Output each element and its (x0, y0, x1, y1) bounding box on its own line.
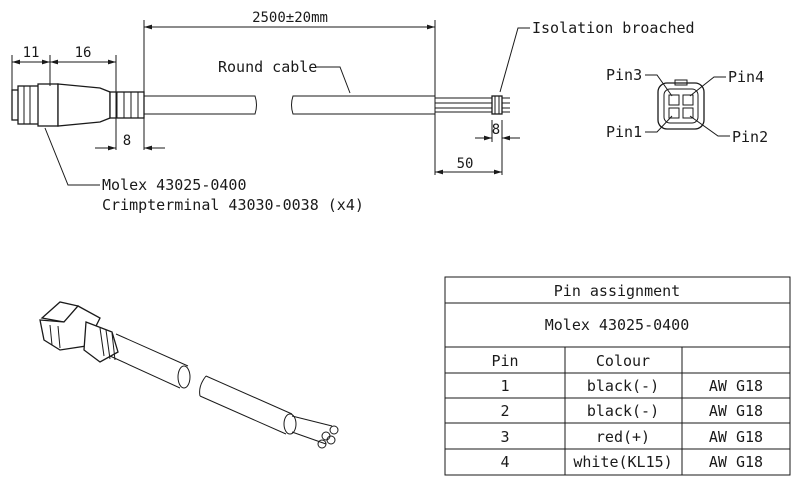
dimension-lines (11, 20, 520, 175)
table-row-1-awg: AW G18 (709, 377, 763, 395)
pin3-label: Pin3 (606, 66, 642, 84)
dim-plug-right: 16 (75, 45, 92, 61)
pin-cavity-3 (668, 94, 680, 106)
table-header-colour: Colour (596, 352, 650, 370)
connector-face-view (645, 74, 730, 137)
strain-relief-boot (57, 83, 111, 127)
connector-housing (17, 85, 41, 125)
label-round-cable: Round cable (218, 58, 317, 76)
label-molex-part: Molex 43025-0400 (102, 176, 247, 194)
table-subtitle: Molex 43025-0400 (545, 316, 690, 334)
dim-total-length: 2500±20mm (252, 10, 328, 26)
connector-collar (37, 83, 59, 127)
dim-strip-length: 50 (457, 156, 474, 172)
table-row-3-pin: 3 (500, 428, 509, 446)
pin-cavity-2 (682, 107, 694, 119)
dim-plug-left: 11 (23, 45, 40, 61)
table-row-3-colour: red(+) (596, 428, 650, 446)
cable-isometric-view (39, 301, 339, 449)
table-row-4-awg: AW G18 (709, 453, 763, 471)
pin-assignment-table (444, 276, 791, 476)
dim-strip-end: 8 (492, 122, 500, 138)
table-row-3-awg: AW G18 (709, 428, 763, 446)
dim-ring-width: 8 (123, 133, 131, 149)
label-isolation: Isolation broached (532, 19, 695, 37)
label-crimp-terminal: Crimpterminal 43030-0038 (x4) (102, 196, 364, 214)
pin2-label: Pin2 (732, 128, 768, 146)
leaders (44, 27, 530, 186)
table-row-1-colour: black(-) (587, 377, 659, 395)
cable-left-section (144, 95, 257, 115)
pin-cavity-4 (682, 94, 694, 106)
pin-cavity-1 (668, 107, 680, 119)
table-header-pin: Pin (491, 352, 518, 370)
wire-broached-ends (491, 95, 503, 115)
cable-right-section (291, 95, 436, 115)
table-row-2-colour: black(-) (587, 402, 659, 420)
table-row-4-colour: white(KL15) (573, 453, 672, 471)
pin1-label: Pin1 (606, 123, 642, 141)
ribbed-ring (109, 91, 145, 119)
table-row-2-awg: AW G18 (709, 402, 763, 420)
table-row-2-pin: 2 (500, 402, 509, 420)
table-row-1-pin: 1 (500, 377, 509, 395)
pin4-label: Pin4 (728, 68, 764, 86)
table-row-4-pin: 4 (500, 453, 509, 471)
table-title: Pin assignment (554, 282, 680, 300)
